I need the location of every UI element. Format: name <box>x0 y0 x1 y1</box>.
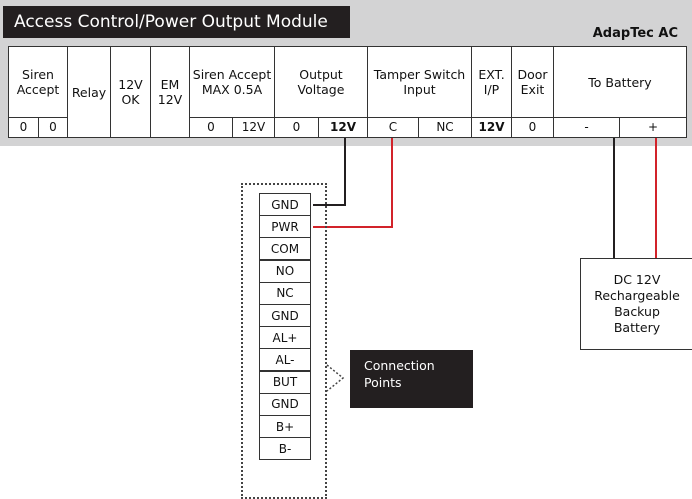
connection-point-al-minus: AL- <box>259 348 311 372</box>
connection-point-com: COM <box>259 237 311 261</box>
callout-pointer <box>326 364 345 392</box>
battery-line-4: Battery <box>613 320 661 335</box>
connection-point-but: BUT <box>259 370 311 394</box>
header-relay: Relay <box>67 46 111 138</box>
terminal-output-12v: 12V <box>318 117 368 138</box>
connection-point-gnd: GND <box>259 304 311 327</box>
backup-battery: DC 12V Rechargeable Backup Battery <box>580 258 692 350</box>
terminal-tamper-nc: NC <box>418 117 472 138</box>
module-panel: Access Control/Power Output Module AdapT… <box>0 0 692 146</box>
module-title: Access Control/Power Output Module <box>3 6 350 38</box>
terminal-battery-positive: + <box>619 117 687 138</box>
connection-point-gnd: GND <box>259 193 311 216</box>
header-em-12v: EM 12V <box>150 46 190 138</box>
header-siren-accept: Siren Accept <box>8 46 68 118</box>
header-output-voltage: Output Voltage <box>274 46 368 118</box>
wire-output-0-to-gnd <box>313 138 346 206</box>
connection-point-nc: NC <box>259 281 311 305</box>
battery-line-2: Rechargeable <box>594 288 680 303</box>
connection-point-b-minusplus: B+ <box>259 415 311 438</box>
header-12v-ok: 12V OK <box>110 46 151 138</box>
connection-point-al-minusplus: AL+ <box>259 326 311 350</box>
battery-line-1: DC 12V <box>613 272 661 287</box>
terminal-output-0: 0 <box>274 117 319 138</box>
brand-label: AdapTec AC <box>592 26 678 41</box>
header-door-exit: Door Exit <box>511 46 554 118</box>
wire-output-12v-to-pwr <box>313 138 393 228</box>
connection-point-no: NO <box>259 259 311 283</box>
battery-line-3: Backup <box>614 304 660 319</box>
terminal-siren-max-12v: 12V <box>232 117 275 138</box>
connection-point-pwr: PWR <box>259 215 311 239</box>
connection-points-group <box>241 183 327 499</box>
connection-points-callout: Connection Points <box>350 350 473 408</box>
connection-point-gnd: GND <box>259 392 311 416</box>
terminal-table: Siren Accept Relay 12V OK EM 12V Siren A… <box>8 46 687 138</box>
terminal-siren-0b: 0 <box>38 117 68 138</box>
connection-point-b-minus: B- <box>259 437 311 461</box>
